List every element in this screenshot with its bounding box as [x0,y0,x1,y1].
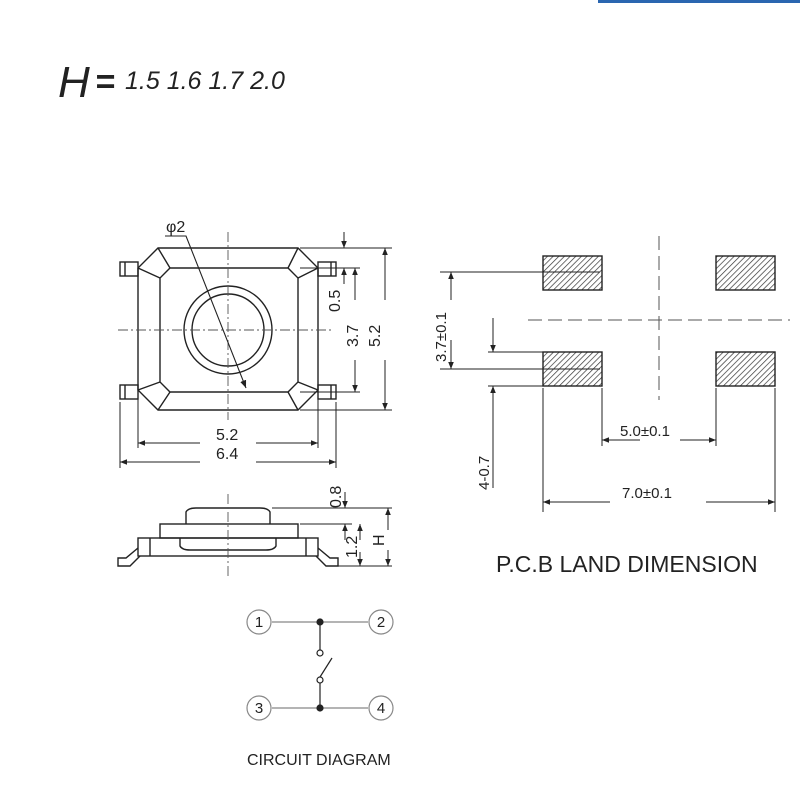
pcb-land-dimensions [440,271,776,512]
top-view-dimensions [119,232,392,468]
circuit-pins [246,609,394,721]
dim-0-8: 0.8 [328,486,345,508]
pcb-land-caption: P.C.B LAND DIMENSION [496,551,758,577]
phi-leader [165,235,247,389]
top-accent-bar [598,0,800,3]
pin-4-circle [368,695,394,721]
pad-top-right [715,255,776,291]
pcb-land-pads [542,255,776,387]
pin-3-label: 3 [255,700,263,717]
dim-0-5: 0.5 [327,290,344,312]
circuit-caption: CIRCUIT DIAGRAM [247,752,391,769]
dim-3-7: 3.7 [345,325,362,347]
dim-3-7-tol: 3.7±0.1 [433,312,450,362]
h-values: 1.5 1.6 1.7 2.0 [125,67,285,95]
top-view-centerlines [118,232,332,420]
switch-lever [319,657,333,678]
pin-3-circle [246,695,272,721]
pad-bottom-right [715,351,776,387]
side-view-dimensions [272,492,392,567]
h-equals: = [95,63,115,101]
pin-4-label: 4 [377,700,385,717]
dim-1-2: 1.2 [344,536,361,558]
pcb-land-centerlines [528,236,790,400]
h-symbol: H [58,58,90,107]
dim-5-2-vertical: 5.2 [367,325,384,347]
phi-label: φ2 [166,219,185,236]
pin-2-label: 2 [377,614,385,631]
circuit-diagram [272,618,368,712]
dim-7-0-tol: 7.0±0.1 [622,485,672,502]
dim-5-2-horizontal: 5.2 [216,427,238,444]
pad-top-left [542,255,603,291]
dim-6-4: 6.4 [216,446,238,463]
dim-5-0-tol: 5.0±0.1 [620,423,670,440]
pin-1-label: 1 [255,614,263,631]
dim-4-0-7: 4-0.7 [476,456,493,490]
pin-2-circle [368,609,394,635]
side-view-legs [117,547,339,567]
top-view-corner-details [137,247,319,411]
dim-H: H [371,534,388,546]
height-options-header: H = 1.5 1.6 1.7 2.0 [58,58,285,107]
side-view-top-housing [159,523,299,539]
pin-1-circle [246,609,272,635]
